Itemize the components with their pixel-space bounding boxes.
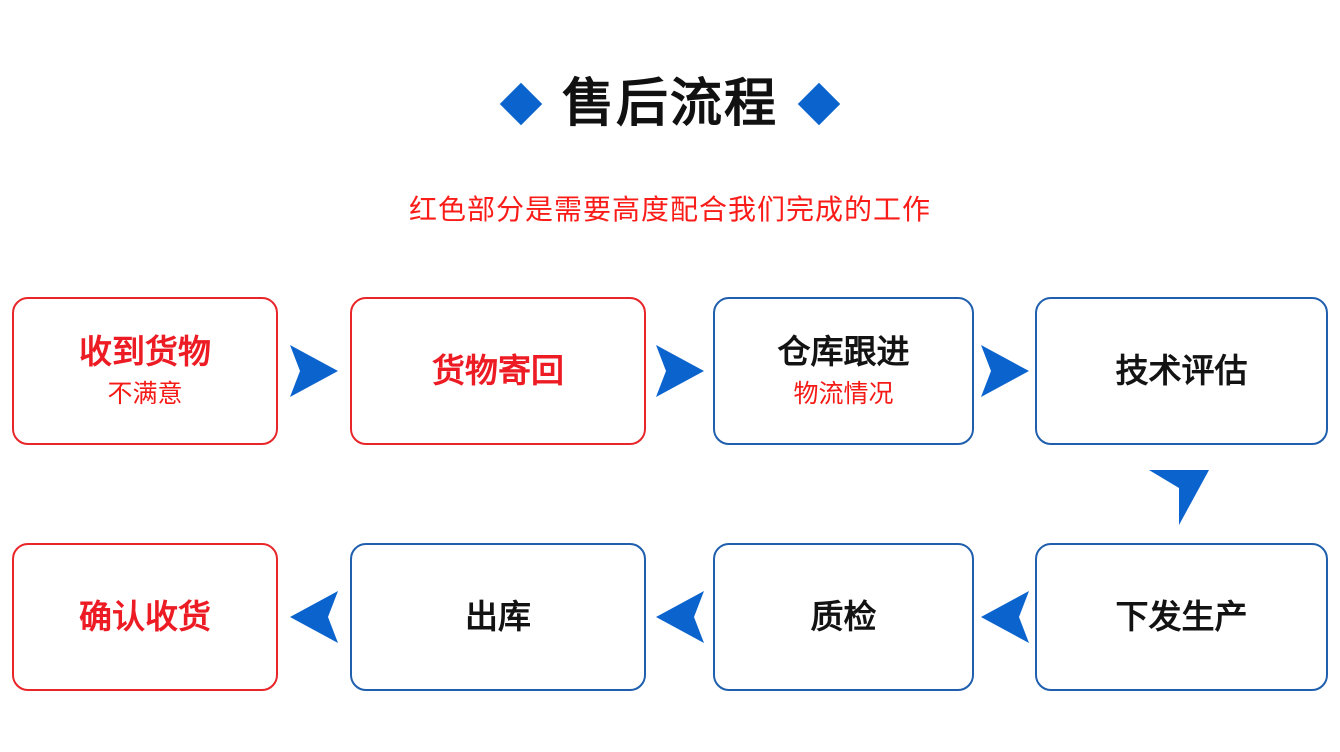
arrow-left-icon-1 bbox=[278, 588, 350, 646]
flow-node-receive-goods[interactable]: 收到货物 不满意 bbox=[12, 297, 278, 445]
flow-node-title: 技术评估 bbox=[1115, 351, 1248, 389]
page-subtitle: 红色部分是需要高度配合我们完成的工作 bbox=[408, 194, 931, 225]
arrow-down-icon-connector bbox=[1146, 466, 1212, 528]
page-title: 售后流程 bbox=[561, 75, 778, 133]
flow-node-title: 确认收货 bbox=[79, 597, 211, 635]
flow-node-quality-check[interactable]: 质检 bbox=[713, 543, 974, 691]
arrow-left-icon bbox=[655, 591, 704, 643]
flow-node-technical-assessment[interactable]: 技术评估 bbox=[1035, 297, 1328, 445]
flow-node-title: 质检 bbox=[810, 597, 877, 635]
flow-node-warehouse-followup[interactable]: 仓库跟进 物流情况 bbox=[713, 297, 974, 445]
flow-node-send-back[interactable]: 货物寄回 bbox=[350, 297, 646, 445]
arrow-right-icon bbox=[655, 345, 704, 397]
flow-node-outbound[interactable]: 出库 bbox=[350, 543, 646, 691]
page-title-row: 售后流程 bbox=[0, 78, 1340, 130]
flow-row-2: 确认收货 出库 质检 下发生产 bbox=[0, 543, 1340, 691]
flow-node-title: 仓库跟进 bbox=[777, 332, 910, 370]
diamond-icon-left bbox=[499, 82, 543, 126]
flow-row-1: 收到货物 不满意 货物寄回 仓库跟进 物流情况 技术评估 bbox=[0, 297, 1340, 445]
arrow-right-icon bbox=[290, 345, 338, 397]
arrow-right-icon-3 bbox=[974, 342, 1035, 400]
arrow-left-icon bbox=[980, 591, 1029, 643]
flow-node-title: 出库 bbox=[465, 597, 531, 635]
flow-node-title: 货物寄回 bbox=[432, 351, 564, 389]
flow-node-issue-production[interactable]: 下发生产 bbox=[1035, 543, 1328, 691]
flow-node-title: 收到货物 bbox=[79, 332, 211, 370]
arrow-left-icon-2 bbox=[646, 588, 713, 646]
flow-node-confirm-receipt[interactable]: 确认收货 bbox=[12, 543, 278, 691]
arrow-right-icon-1 bbox=[278, 342, 350, 400]
diamond-icon-right bbox=[797, 82, 841, 126]
arrow-down-icon bbox=[1149, 470, 1209, 525]
arrow-left-icon-3 bbox=[974, 588, 1035, 646]
arrow-left-icon bbox=[290, 591, 338, 643]
arrow-right-icon bbox=[980, 345, 1029, 397]
arrow-right-icon-2 bbox=[646, 342, 713, 400]
flow-node-subtitle: 物流情况 bbox=[793, 379, 894, 408]
flow-node-title: 下发生产 bbox=[1115, 597, 1248, 635]
flow-node-subtitle: 不满意 bbox=[107, 379, 183, 408]
